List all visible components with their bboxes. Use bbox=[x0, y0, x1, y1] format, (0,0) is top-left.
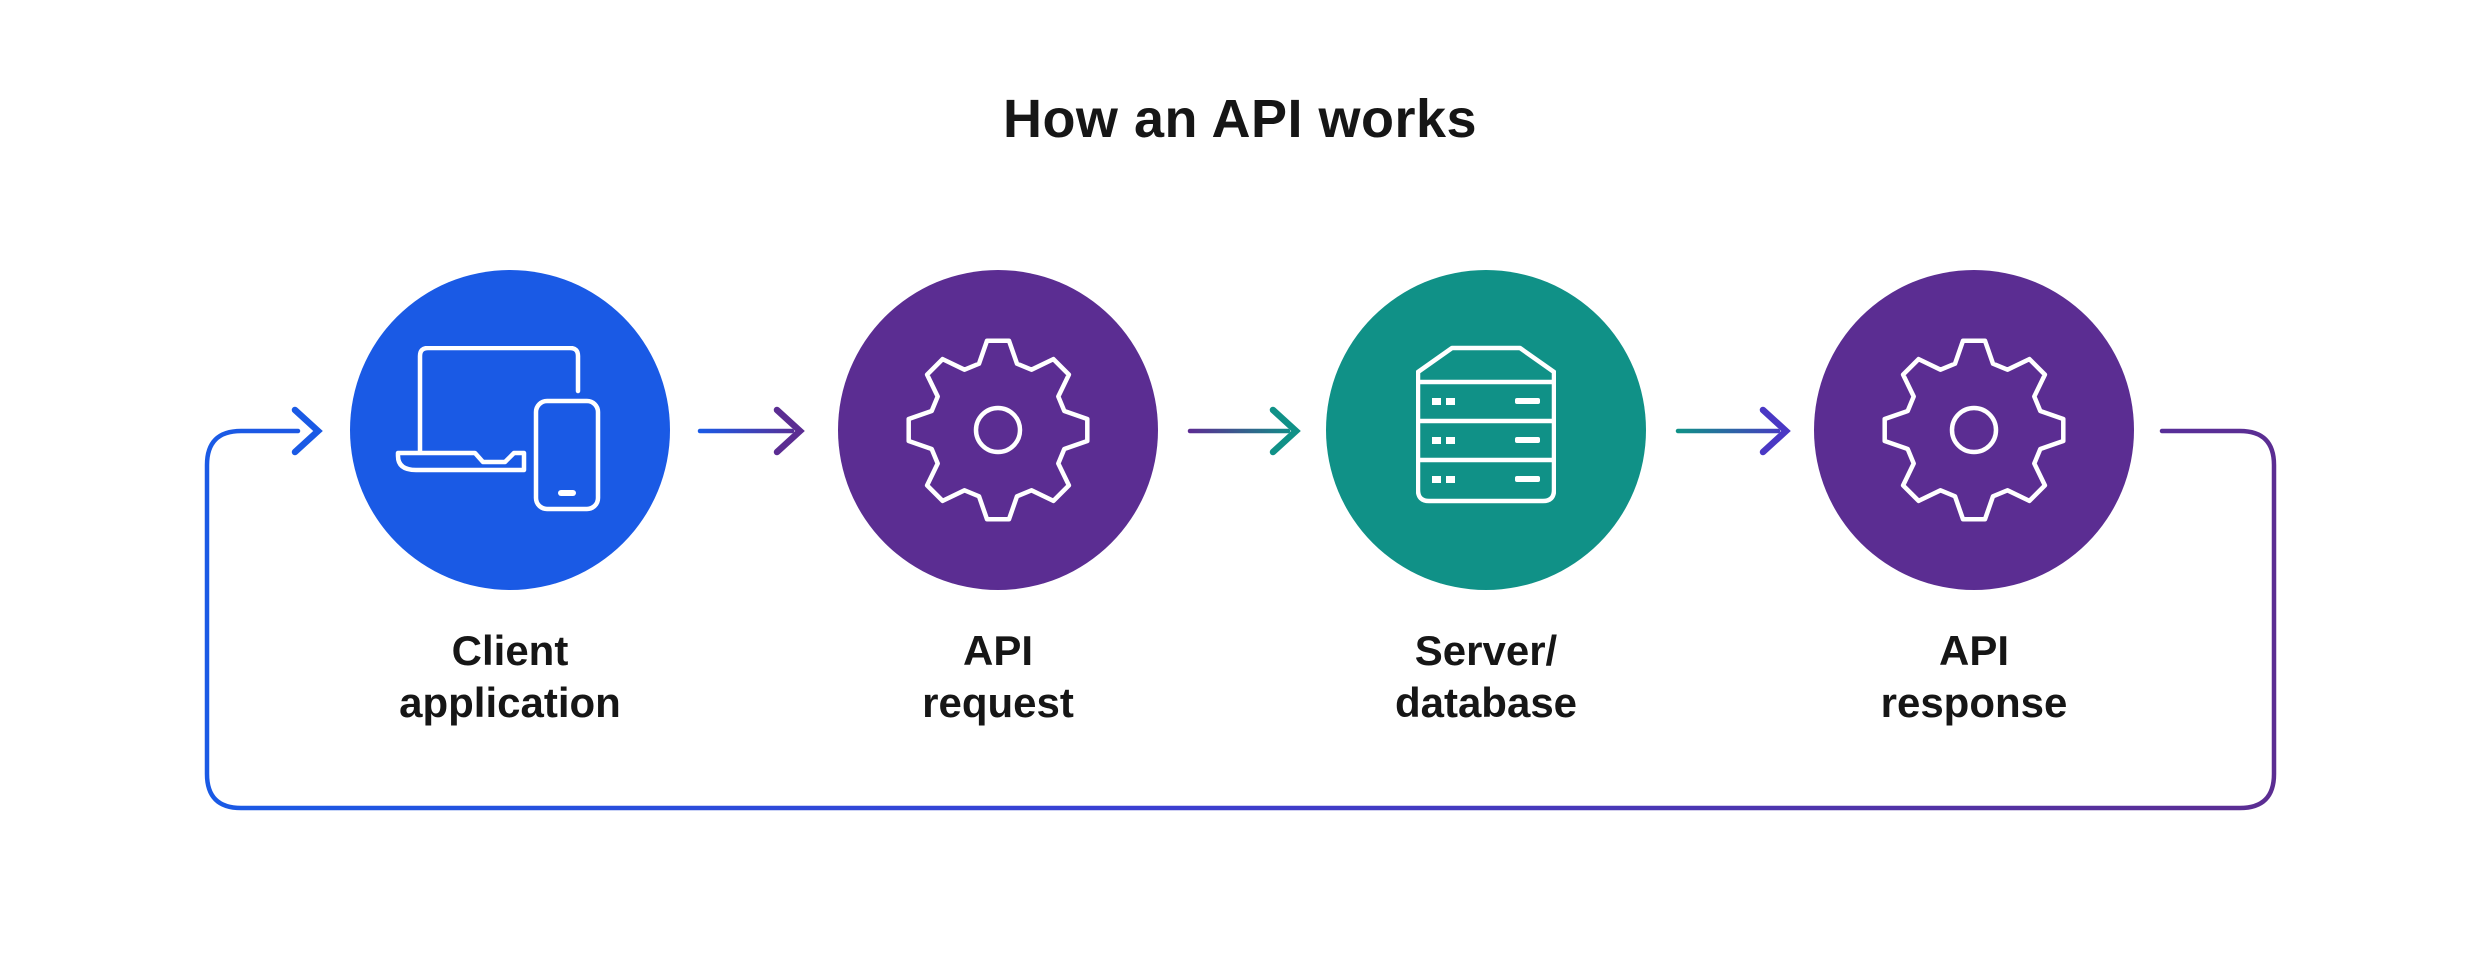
api-request-circle bbox=[838, 270, 1158, 590]
laptop-base bbox=[395, 450, 527, 473]
laptop-screen bbox=[417, 346, 581, 454]
step-client-application: Client application bbox=[350, 270, 670, 729]
step-api-response: API response bbox=[1814, 270, 2134, 729]
gear-teeth-outline bbox=[906, 338, 1090, 522]
gear-icon bbox=[906, 338, 1090, 522]
gear-center-hole bbox=[973, 405, 1023, 455]
diagram-title: How an API works bbox=[1002, 89, 1478, 149]
step-label-client-application: Client application bbox=[399, 627, 621, 726]
server-outline bbox=[1416, 345, 1556, 504]
step-server-database: Server/ database bbox=[1326, 270, 1646, 729]
arrow-client-to-api-request bbox=[697, 406, 805, 456]
client-application-circle bbox=[350, 270, 670, 590]
arrow-server-to-api-response bbox=[1675, 406, 1791, 456]
gear-icon bbox=[1882, 338, 2066, 522]
step-api-request: API request bbox=[838, 270, 1158, 729]
step-label-api-response: API response bbox=[1880, 627, 2068, 726]
return-loop-arrowhead bbox=[291, 406, 323, 456]
server-database-circle bbox=[1326, 270, 1646, 590]
step-label-server-database: Server/ database bbox=[1394, 627, 1578, 726]
api-response-circle bbox=[1814, 270, 2134, 590]
return-loop-path bbox=[204, 428, 2277, 811]
server-row-leds bbox=[1432, 398, 1540, 483]
server-icon bbox=[1416, 345, 1556, 504]
gear-center-hole bbox=[1949, 405, 1999, 455]
arrow-api-request-to-server bbox=[1187, 406, 1301, 456]
gear-teeth-outline bbox=[1882, 338, 2066, 522]
phone-body bbox=[533, 398, 601, 512]
laptop-phone-icon bbox=[395, 346, 601, 512]
step-label-api-request: API request bbox=[922, 627, 1074, 726]
return-loop-api-response-to-client bbox=[204, 406, 2277, 811]
